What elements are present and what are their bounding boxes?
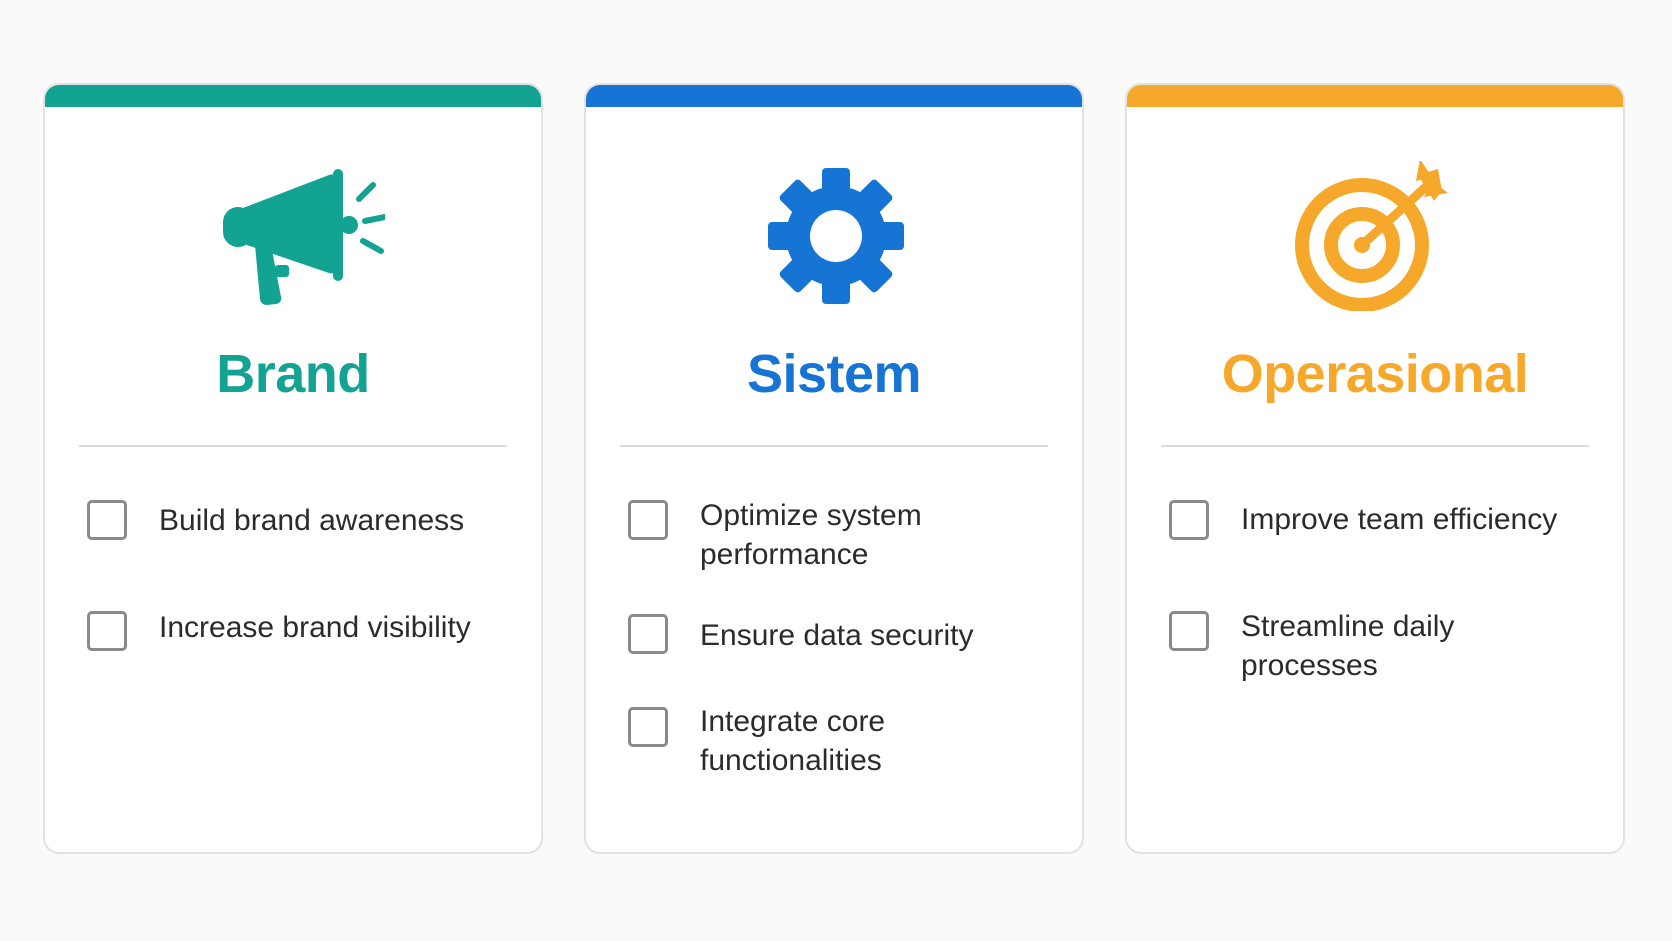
divider — [79, 445, 507, 447]
divider — [1161, 445, 1589, 447]
card-accent-bar — [586, 85, 1082, 107]
item-label: Optimize system performance — [700, 499, 922, 571]
card-accent-bar — [1127, 85, 1623, 107]
checkbox[interactable] — [87, 500, 127, 540]
card-sistem: Sistem Optimize system performance Ensur… — [584, 83, 1084, 854]
megaphone-icon — [195, 161, 395, 311]
item-label: Streamline daily processes — [1241, 610, 1455, 682]
card-accent-bar — [45, 85, 541, 107]
card-title: Sistem — [746, 344, 922, 404]
card-title: Brand — [216, 344, 370, 404]
checkbox[interactable] — [628, 500, 668, 540]
checkbox[interactable] — [628, 707, 668, 747]
item-label: Improve team efficiency — [1241, 503, 1558, 536]
card-operasional: Operasional Improve team efficiency Stre… — [1125, 83, 1625, 854]
item-label: Build brand awareness — [159, 504, 465, 537]
card-title: Operasional — [1221, 344, 1529, 404]
item-label: Increase brand visibility — [159, 611, 471, 644]
card-grid: Brand Build brand awareness Increase bra… — [43, 83, 1625, 854]
gear-icon — [736, 161, 936, 311]
target-icon — [1277, 161, 1477, 311]
divider — [620, 445, 1048, 447]
checkbox[interactable] — [1169, 500, 1209, 540]
card-brand: Brand Build brand awareness Increase bra… — [43, 83, 543, 854]
item-label: Integrate core functionalities — [700, 705, 886, 777]
checkbox[interactable] — [628, 614, 668, 654]
checkbox[interactable] — [1169, 611, 1209, 651]
item-label: Ensure data security — [700, 619, 974, 652]
checkbox[interactable] — [87, 611, 127, 651]
